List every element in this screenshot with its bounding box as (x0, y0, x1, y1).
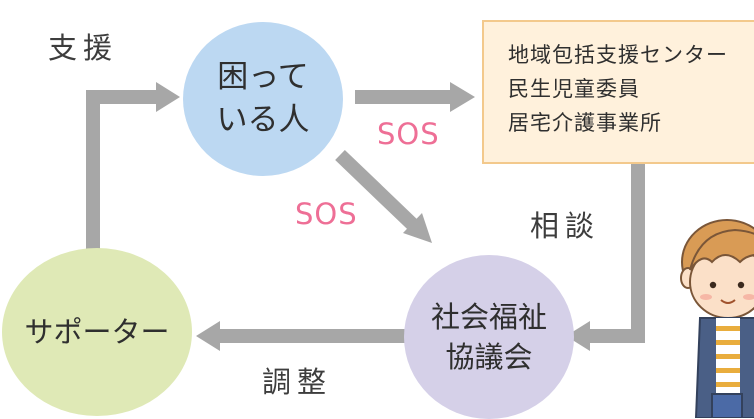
arrowhead-consult (566, 321, 590, 351)
arrow-sos-person-to-council (335, 149, 417, 230)
supporter-node: サポーター (2, 248, 192, 416)
arrowhead-sos-diag (403, 213, 432, 243)
adjust-label: 調整 (262, 365, 333, 399)
sos-label-diagonal: SOS (295, 197, 358, 231)
consult-label: 相談 (530, 209, 601, 243)
sos-label-right: SOS (377, 117, 440, 151)
box-item: 民生児童委員 (508, 77, 640, 101)
arrow-supporter-to-person (86, 90, 160, 258)
arrowhead-sos-right (450, 82, 475, 112)
social-welfare-council-node: 社会福祉 協議会 (404, 255, 574, 419)
person-in-need-label: 困って いる人 (216, 59, 310, 138)
arrowhead-adjust (196, 321, 220, 351)
arrowhead-support (156, 82, 180, 112)
man-illustration (680, 219, 754, 418)
person-in-need-node: 困って いる人 (183, 22, 343, 176)
support-label: 支援 (48, 31, 119, 65)
supporter-label: サポーター (24, 314, 170, 349)
arrow-consult-box-to-council (584, 164, 645, 343)
box-item: 地域包括支援センター (508, 43, 728, 67)
box-item: 居宅介護事業所 (508, 111, 662, 135)
social-welfare-council-label: 社会福祉 協議会 (430, 299, 547, 374)
support-organizations-box: 地域包括支援センター 民生児童委員 居宅介護事業所 (482, 20, 754, 164)
